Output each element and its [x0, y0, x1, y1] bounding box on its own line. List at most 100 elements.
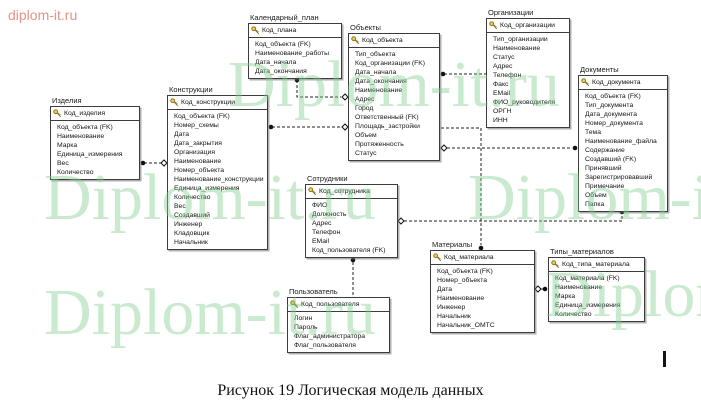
- field-row: Папка: [585, 201, 605, 208]
- field-row: Дата_начала: [255, 59, 297, 66]
- relationship-Сотрудники-Документы: [404, 215, 623, 222]
- field-row: Единица_измерения: [174, 185, 240, 192]
- key-icon: [351, 36, 360, 45]
- key-icon: [433, 253, 442, 262]
- entity-title: Сотрудники: [307, 174, 348, 183]
- field-row: Кладовщик: [174, 230, 210, 237]
- field-row: Зарегистрировавший: [585, 174, 653, 181]
- field-row: Инженер: [174, 221, 203, 228]
- key-icon: [581, 78, 590, 87]
- field-row: Флаг_пользователя: [294, 342, 356, 349]
- field-row: Ответственный (FK): [355, 114, 419, 121]
- field-row: Единица_измерения: [555, 302, 621, 309]
- primary-key-row: Код_сотрудника: [306, 185, 397, 199]
- field-row: Адрес: [355, 96, 375, 103]
- field-row: Тип_объекта: [355, 51, 396, 58]
- field-row: Номер_объекта: [437, 277, 488, 284]
- field-row: Номер_схемы: [174, 122, 219, 129]
- figure-caption: Рисунок 19 Логическая модель данных: [217, 382, 484, 399]
- field-row: Начальник: [437, 313, 471, 320]
- primary-key-row: Код_плана: [249, 24, 341, 38]
- key-icon: [170, 98, 179, 107]
- field-row: Начальник: [174, 239, 208, 246]
- primary-key-row: Код_организации: [487, 19, 569, 33]
- field-row: Дата: [437, 286, 453, 293]
- relationship-dot-end: [572, 145, 578, 151]
- field-row: Наименование: [57, 133, 105, 140]
- field-row: Город: [355, 105, 374, 112]
- field-row: Наименование_конструкции: [174, 176, 264, 183]
- field-row: Адрес: [312, 220, 332, 227]
- field-row: Код_пользователя (FK): [312, 247, 386, 254]
- field-row: Площадь_застройки: [355, 123, 420, 130]
- relationship-diamond-end: [397, 217, 405, 225]
- primary-key-name: Код_материала: [444, 254, 494, 261]
- primary-key-name: Код_пользователя: [301, 301, 360, 308]
- entity-title: Документы: [580, 65, 619, 74]
- field-row: Начальник_ОМТС: [437, 322, 495, 329]
- field-row: Должность: [312, 211, 347, 218]
- field-row: Объем: [585, 192, 607, 199]
- primary-key-name: Код_документа: [592, 79, 641, 86]
- entity-title: Объекты: [350, 23, 381, 32]
- entity-title: Организации: [488, 8, 534, 17]
- field-row: Марка: [555, 293, 576, 300]
- entity-title: Пользователь: [289, 287, 338, 296]
- field-row: Дата_окончания: [255, 68, 307, 75]
- relationship-Объекты-Материалы: [441, 127, 482, 245]
- primary-key-name: Код_плана: [262, 27, 297, 34]
- field-row: Код_материала (FK): [555, 275, 620, 282]
- field-row: Объем: [355, 132, 377, 139]
- primary-key-row: Код_пользователя: [288, 298, 389, 312]
- entity-title: Типы_материалов: [550, 247, 614, 256]
- field-row: Принявший: [585, 165, 622, 172]
- field-row: Тип_документа: [585, 102, 634, 109]
- relationship-dot-end: [140, 160, 146, 166]
- primary-key-name: Код_организации: [500, 22, 555, 29]
- field-row: Дата: [174, 131, 190, 138]
- primary-key-name: Код_объекта: [362, 37, 403, 44]
- relationship-dot-end: [268, 124, 274, 130]
- field-row: EMail: [312, 238, 329, 245]
- field-row: Статус: [493, 54, 515, 61]
- field-row: ИНН: [493, 117, 508, 124]
- field-row: Примечание: [585, 183, 625, 190]
- field-row: Дата_документа: [585, 111, 637, 118]
- field-row: Вес: [174, 203, 186, 210]
- primary-key-row: Код_материала: [431, 251, 534, 265]
- field-row: Инженер: [437, 304, 466, 311]
- field-row: EMail: [493, 90, 510, 97]
- field-row: Вес: [57, 160, 69, 167]
- field-row: Создавший: [174, 212, 210, 219]
- field-row: Организация: [174, 149, 215, 156]
- relationship-diamond-end: [440, 144, 448, 152]
- field-row: Количество: [57, 169, 94, 176]
